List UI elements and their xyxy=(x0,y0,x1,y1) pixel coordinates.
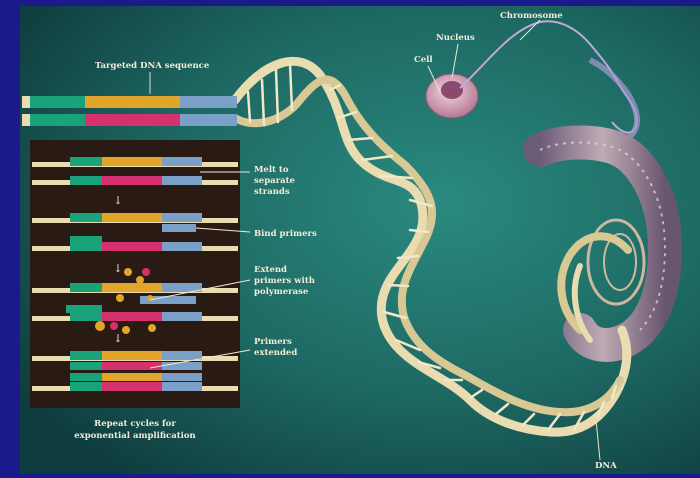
label-targeted-dna-sequence: Targeted DNA sequence xyxy=(95,61,210,71)
label-repeat-line1: Repeat cycles for xyxy=(94,419,176,429)
label-extend-line3: polymerase xyxy=(254,287,309,297)
label-melt-line1: Melt to xyxy=(254,165,289,175)
label-extend-line2: primers with xyxy=(254,276,315,286)
label-melt-line2: separate xyxy=(254,176,296,186)
label-extend-line1: Extend xyxy=(254,265,287,275)
arrow-down-2: ↓ xyxy=(113,262,122,275)
label-extended-line2: extended xyxy=(254,348,297,358)
arrow-down-3: ↓ xyxy=(113,332,122,345)
label-melt-line3: strands xyxy=(254,187,290,197)
label-dna: DNA xyxy=(595,461,617,471)
label-extended-line1: Primers xyxy=(254,337,292,347)
pcr-steps-panel: ↓ ↓ xyxy=(30,140,240,408)
label-nucleus: Nucleus xyxy=(436,33,475,43)
label-chromosome: Chromosome xyxy=(500,11,563,21)
cell-icon xyxy=(426,74,478,118)
label-repeat-line2: exponential amplification xyxy=(74,431,195,441)
label-bind-primers: Bind primers xyxy=(254,229,317,239)
arrow-down-1: ↓ xyxy=(113,194,122,207)
label-cell: Cell xyxy=(414,55,433,65)
